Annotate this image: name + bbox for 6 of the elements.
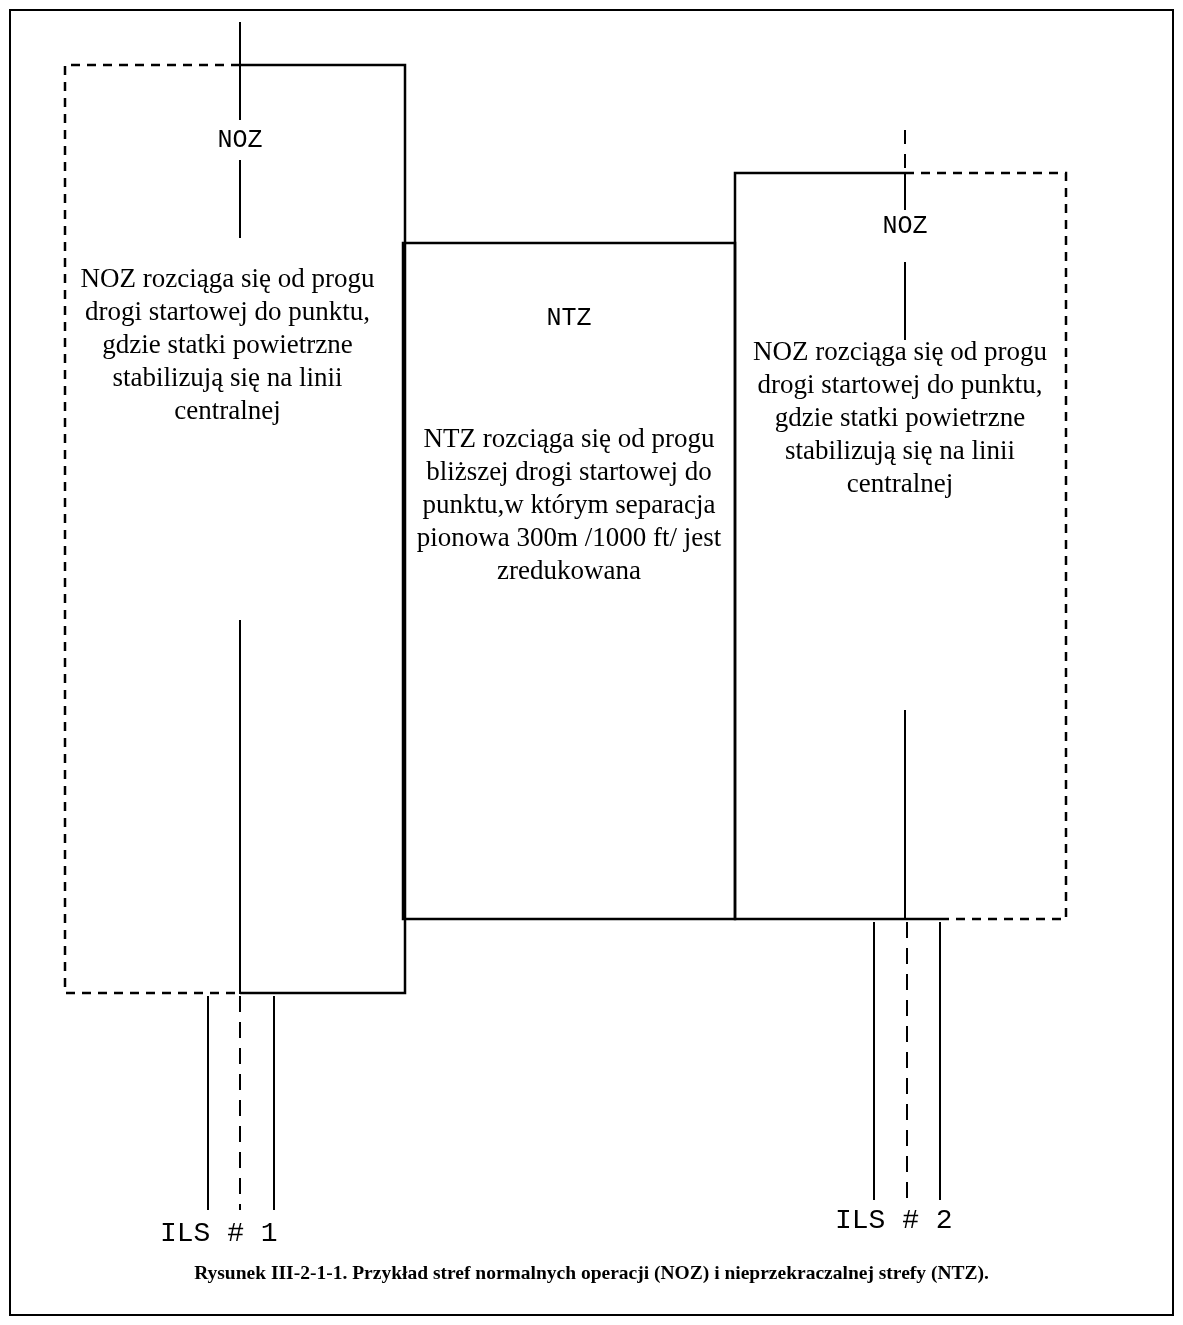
figure-caption: Rysunek III-2-1-1. Przykład stref normalnych operacji (NOZ) i nieprzekraczalnej strefy (NTZ).	[193, 1262, 990, 1284]
runway-label: ILS # 1	[160, 1218, 278, 1249]
zone-description: NTZ rozciąga się od progu bliższej drogi startowej do punktu,w którym separacja pionowa 300m /1000 ft/ jest zredukowana	[415, 422, 723, 587]
zone-description: NOZ rozciąga się od progu drogi startowej do punktu, gdzie statki powietrzne stabilizują się na linii centralnej	[79, 262, 376, 427]
runway-label: ILS # 2	[835, 1205, 953, 1236]
zone-description: NOZ rozciąga się od progu drogi startowej do punktu, gdzie statki powietrzne stabilizują się na linii centralnej	[752, 335, 1048, 500]
